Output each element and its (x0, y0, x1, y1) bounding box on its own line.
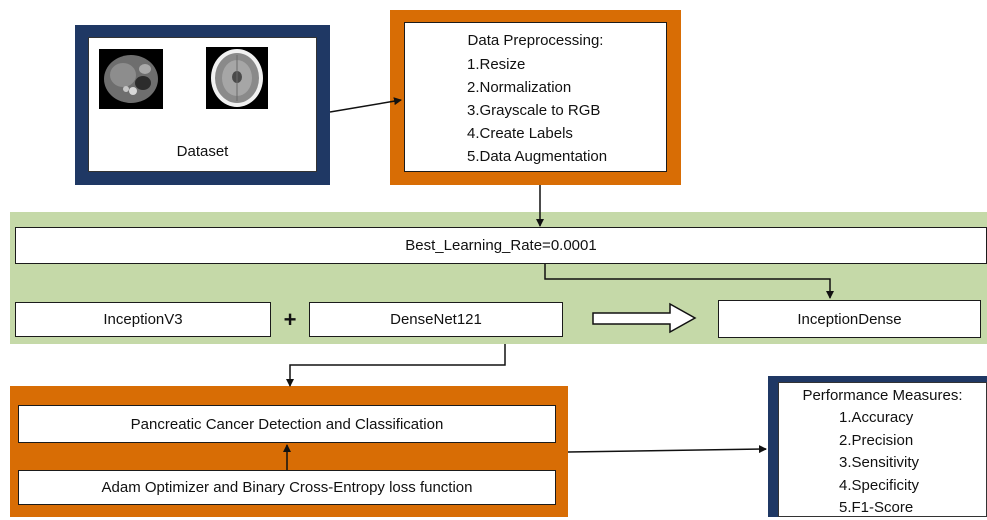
arrow-detection-to-performance (567, 445, 767, 454)
performance-box: Performance Measures: 1.Accuracy 2.Preci… (778, 382, 987, 517)
optimizer-box: Adam Optimizer and Binary Cross-Entropy … (18, 470, 556, 505)
preprocessing-box: Data Preprocessing: 1.Resize 2.Normaliza… (404, 22, 667, 172)
arrow-densenet-to-detection (286, 344, 506, 387)
preprocessing-steps: 1.Resize 2.Normalization 3.Grayscale to … (467, 53, 607, 168)
performance-list: 1.Accuracy 2.Precision 3.Sensitivity 4.S… (839, 407, 919, 520)
detection-box: Pancreatic Cancer Detection and Classifi… (18, 405, 556, 443)
learning-rate-box: Best_Learning_Rate=0.0001 (15, 227, 987, 264)
brain-ct-image (206, 47, 268, 109)
abdominal-ct-image (99, 49, 163, 109)
plus-sign: + (283, 306, 297, 332)
preprocessing-step: 3.Grayscale to RGB (467, 102, 601, 119)
preprocessing-step: 2.Normalization (467, 79, 572, 96)
performance-item: 1.Accuracy (839, 409, 914, 426)
block-arrow-to-inceptiondense (592, 302, 697, 334)
dataset-label: Dataset (176, 143, 229, 160)
densenet121-box: DenseNet121 (309, 302, 563, 337)
inceptionv3-box: InceptionV3 (15, 302, 271, 337)
preprocessing-step: 4.Create Labels (467, 125, 573, 142)
performance-item: 4.Specificity (839, 476, 920, 494)
arrow-learning-rate-to-inceptiondense (544, 264, 834, 299)
inceptiondense-box: InceptionDense (718, 300, 981, 338)
performance-item: 2.Precision (839, 431, 914, 449)
performance-item: 5.F1-Score (839, 499, 914, 516)
performance-item: 3.Sensitivity (839, 454, 920, 471)
performance-title: Performance Measures: (802, 387, 963, 404)
preprocessing-step: 5.Data Augmentation (467, 148, 608, 165)
arrow-dataset-to-preprocessing (329, 97, 402, 113)
preprocessing-step: 1.Resize (467, 56, 526, 73)
dataset-box: Dataset (88, 37, 317, 172)
preprocessing-title: Data Preprocessing: (467, 32, 604, 49)
